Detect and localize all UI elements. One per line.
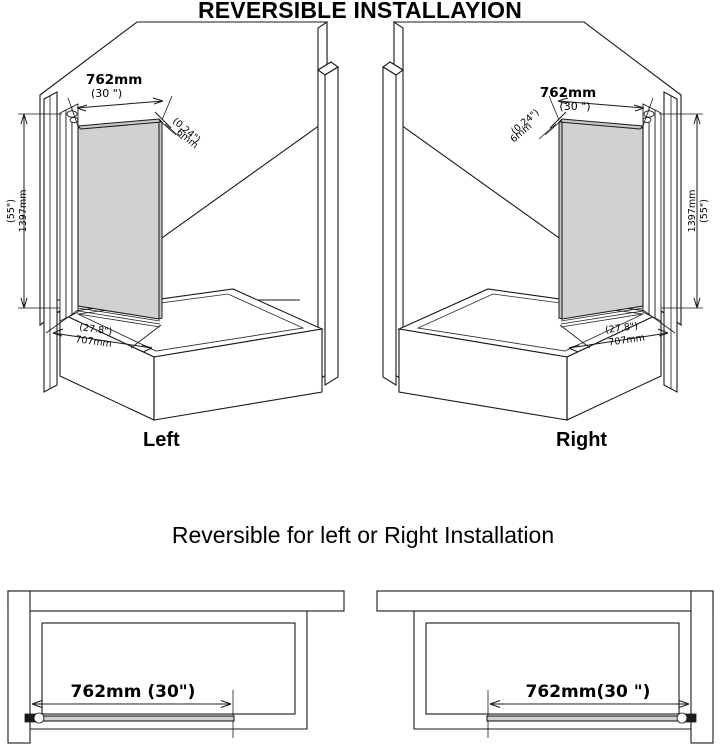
left-height-mm: 1397mm <box>18 190 29 233</box>
left-view-caption: Left <box>143 429 180 451</box>
left-plan-hinge <box>24 712 45 724</box>
right-plan-hinge <box>676 712 697 724</box>
right-plan-tub-outer <box>413 610 691 730</box>
right-top-width-mm: 762mm <box>540 85 596 101</box>
left-plan-dimension-label: 762mm (30") <box>71 682 196 702</box>
left-hinge-post <box>43 91 79 393</box>
right-dim-height-lines <box>659 113 703 309</box>
left-top-width-in: (30 ") <box>91 87 122 100</box>
right-plan-wall-ledge <box>376 590 714 612</box>
right-dim-top-width-lines <box>548 95 654 127</box>
right-bottom-mm: 707mm <box>608 333 646 349</box>
right-plan-glass-door <box>486 715 684 722</box>
left-dim-height: (55") 1397mm <box>6 113 62 309</box>
left-plan-tub-outer <box>30 610 308 730</box>
left-dim-bottom-width: (27.8") 707mm <box>45 309 162 353</box>
right-plan-wall-vertical <box>690 590 714 744</box>
left-dim-top-width: 762mm (30 ") <box>67 72 173 127</box>
right-top-width-in: (30 ") <box>559 100 590 113</box>
right-view-caption: Right <box>556 429 607 451</box>
right-wall-post <box>382 61 404 386</box>
right-dim-thickness-lines <box>538 111 567 140</box>
left-plan-wall-vertical <box>7 590 31 744</box>
middle-note: Reversible for left or Right Installatio… <box>172 522 554 548</box>
right-dim-bottom-lines <box>559 309 676 353</box>
right-height-in: (55") <box>699 199 710 223</box>
right-glass-panel <box>557 118 645 328</box>
right-plan-dimension-label: 762mm(30 ") <box>526 682 651 702</box>
left-top-width-mm: 762mm <box>86 72 142 88</box>
left-bottom-mm: 707mm <box>75 334 113 350</box>
left-bottom-in: (27.8") <box>79 322 113 337</box>
right-height-mm: 1397mm <box>687 190 698 233</box>
right-bottom-in: (27.8") <box>605 321 639 336</box>
right-hinge-post <box>642 91 678 393</box>
left-plan-dimension: 762mm (30") <box>29 682 234 738</box>
left-plan-tub-inner <box>41 622 296 715</box>
left-height-in: (55") <box>6 199 17 223</box>
right-plan-tub-inner <box>425 622 680 715</box>
right-plan-dimension-lines <box>487 690 692 738</box>
page-title: REVERSIBLE INSTALLAYION <box>198 0 522 23</box>
